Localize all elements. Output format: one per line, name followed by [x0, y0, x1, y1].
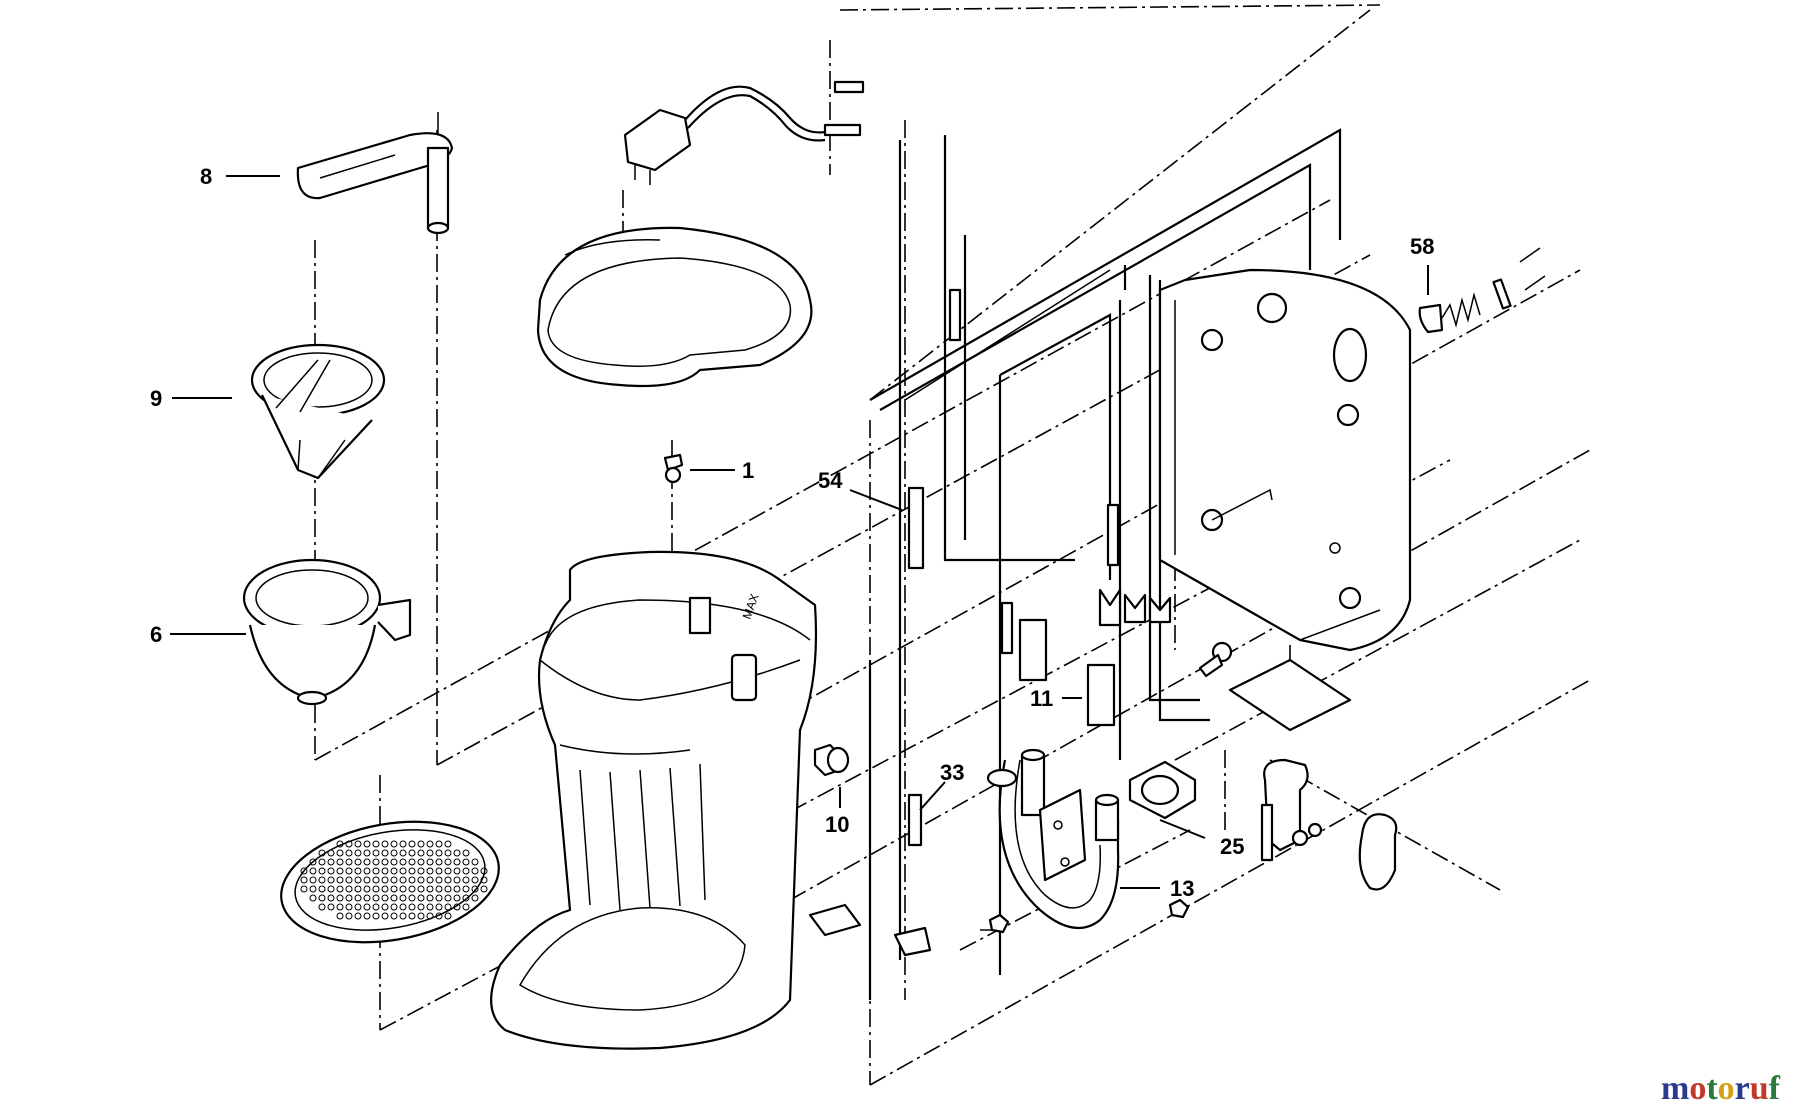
part-labels: 8 9 1 6 54 58 11 33 10 25 13 [150, 164, 1434, 901]
label-58: 58 [1410, 234, 1434, 259]
label-6: 6 [150, 622, 162, 647]
reservoir-lid [536, 226, 813, 388]
watermark-letter: r [1734, 1070, 1750, 1107]
part-58-lamp [1418, 247, 1546, 334]
clamp-assembly [893, 758, 1398, 957]
label-8: 8 [200, 164, 212, 189]
label-1: 1 [742, 458, 754, 483]
watermark-logo: motoruf [1661, 1070, 1780, 1108]
part-8-spreader-arm [296, 112, 454, 235]
watermark-letter: m [1661, 1070, 1690, 1107]
warming-plate-bracket [1158, 268, 1412, 652]
gasket-plates [808, 658, 1352, 937]
part-13-heating-element [986, 748, 1120, 930]
part-1-screw [663, 453, 684, 484]
drip-grid [280, 820, 500, 944]
wiring [868, 128, 1342, 1000]
main-housing: MAX [490, 550, 818, 1050]
power-cord [623, 80, 865, 185]
watermark-letter: o [1717, 1070, 1735, 1107]
part-25-thermostat [1128, 760, 1197, 820]
watermark-text: motoruf [1661, 1070, 1780, 1107]
label-11: 11 [1030, 686, 1053, 711]
watermark-letter: u [1749, 1070, 1769, 1107]
part-6-filter-funnel [242, 558, 412, 706]
label-54: 54 [818, 468, 843, 493]
part-9-filter-holder [250, 343, 386, 480]
label-25: 25 [1220, 834, 1244, 859]
label-33: 33 [940, 760, 964, 785]
label-9: 9 [150, 386, 162, 411]
wire-connectors [907, 288, 1233, 847]
watermark-letter: o [1689, 1070, 1707, 1107]
label-13: 13 [1170, 876, 1194, 901]
watermark-letter: t [1706, 1070, 1718, 1107]
watermark-letter: f [1768, 1070, 1780, 1107]
part-10-switch [813, 743, 850, 777]
leader-lines [170, 175, 1429, 889]
label-10: 10 [825, 812, 849, 837]
